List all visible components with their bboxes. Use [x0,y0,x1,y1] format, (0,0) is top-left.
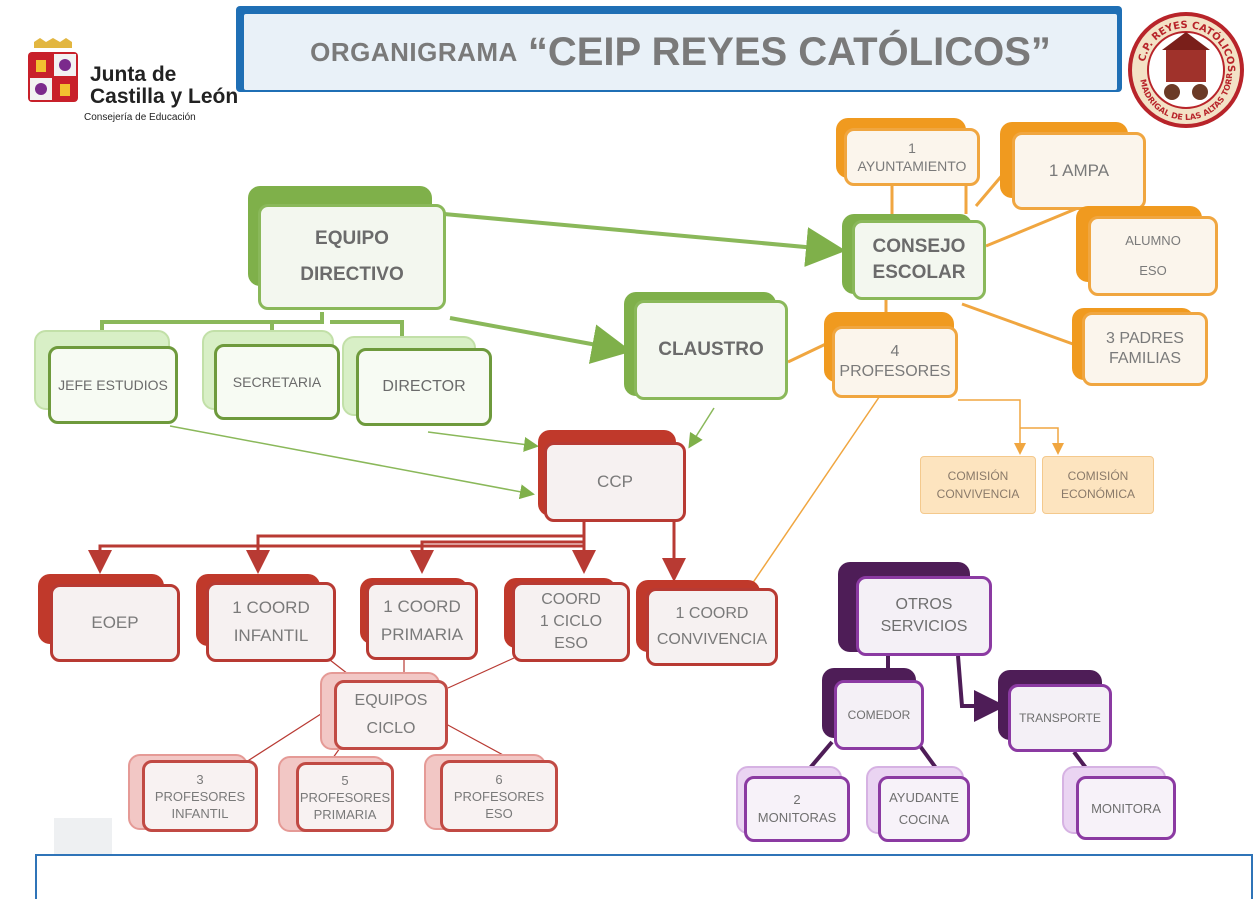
prof-primaria-line2: PROFESORES [299,789,391,805]
equipos-ciclo-line2: CICLO [366,720,416,737]
coord-eso-line1: COORD [541,591,601,608]
padres-line1: 3 PADRES [1106,330,1184,347]
footer-panel [35,854,1253,899]
claustro-label: CLAUSTRO [658,339,764,360]
equipo-directivo-line2: DIRECTIVO [300,264,404,285]
coord-primaria-line1: 1 COORD [383,597,461,616]
node-monitoras: 2 MONITORAS [736,766,852,844]
otros-servicios-line1: OTROS [895,596,953,613]
junta-castilla-leon-logo [28,38,78,102]
monitora-label: MONITORA [1091,800,1161,816]
secretaria-label: SECRETARIA [232,374,322,390]
comision-convivencia-line2: CONVIVENCIA [936,487,1020,501]
ayudante-cocina-line1: AYUDANTE [889,790,959,805]
ampa-label: 1 AMPA [1048,161,1110,180]
coord-infantil-line1: 1 COORD [232,598,310,617]
alumno-eso-line2: ESO [1139,263,1167,278]
decorative-square [54,818,112,854]
node-director: DIRECTOR [342,336,494,428]
prof-primaria-line3: PRIMARIA [313,806,377,822]
title-prefix: ORGANIGRAMA [310,36,518,67]
node-consejo-escolar: CONSEJO ESCOLAR [842,214,988,302]
coord-convivencia-line1: 1 COORD [675,605,749,622]
prof-infantil-line1: 3 [196,771,204,787]
equipos-ciclo-line1: EQUIPOS [354,692,428,709]
node-profesores-eso: 6 PROFESORES ESO [424,754,560,834]
page-title: “CEIP REYES CATÓLICOS” [527,29,1051,74]
logo-subtitle: Consejería de Educación [84,112,196,123]
comedor-label: COMEDOR [847,708,911,722]
logo-text: Junta de Castilla y León [90,64,238,108]
node-comedor: COMEDOR [822,668,926,752]
coord-convivencia-line2: CONVIVENCIA [656,631,768,648]
consejo-escolar-line1: CONSEJO [872,236,966,257]
monitoras-line2: MONITORAS [757,810,837,825]
transporte-label: TRANSPORTE [1019,711,1101,725]
edge-equipo-claustro [449,316,632,364]
node-ampa: 1 AMPA [1000,122,1148,212]
coord-eso-line2: 1 CICLO [539,613,603,630]
padres-line2: FAMILIAS [1108,350,1182,367]
node-profesores-primaria: 5 PROFESORES PRIMARIA [278,756,396,834]
otros-servicios-line2: SERVICIOS [880,618,968,635]
jefe-estudios-label: JEFE ESTUDIOS [58,377,168,393]
node-equipos-ciclo: EQUIPOS CICLO [320,672,450,752]
node-monitora: MONITORA [1062,766,1178,842]
comision-economica-line2: ECONÓMICA [1060,487,1135,501]
node-comision-economica: COMISIÓN ECONÓMICA [1042,456,1154,514]
node-eoep: EOEP [38,574,182,664]
node-coord-infantil: 1 COORD INFANTIL [196,574,338,664]
node-ayuntamiento: 1 AYUNTAMIENTO [836,118,982,188]
coord-primaria-line2: PRIMARIA [380,625,464,644]
ayuntamiento-line1: 1 [908,140,916,156]
profesores4-line2: PROFESORES [839,363,951,380]
eoep-label: EOEP [91,613,139,632]
node-ccp: CCP [538,430,688,524]
title-banner: ORGANIGRAMA “CEIP REYES CATÓLICOS” [244,14,1117,90]
node-comision-convivencia: COMISIÓN CONVIVENCIA [920,456,1036,514]
node-secretaria: SECRETARIA [202,330,342,426]
prof-eso-line3: ESO [485,805,513,821]
node-jefe-estudios: JEFE ESTUDIOS [34,330,180,426]
node-4-profesores: 4 PROFESORES [824,312,960,400]
prof-eso-line1: 6 [495,771,503,787]
equipo-directivo-line1: EQUIPO [315,228,389,249]
node-claustro: CLAUSTRO [624,292,790,402]
prof-infantil-line2: PROFESORES [154,788,246,804]
edge-equipo-consejo [443,212,846,268]
comision-economica-line1: COMISIÓN [1067,469,1129,483]
ayudante-cocina-line2: COCINA [898,812,950,827]
ccp-label: CCP [597,472,633,491]
profesores4-line1: 4 [890,343,900,360]
node-transporte: TRANSPORTE [998,670,1114,754]
node-profesores-infantil: 3 PROFESORES INFANTIL [128,754,260,834]
logo-line-2: Castilla y León [90,85,239,108]
coord-eso-line3: ESO [554,635,588,652]
node-coord-primaria: 1 COORD PRIMARIA [360,578,480,662]
monitoras-line1: 2 [793,792,801,807]
alumno-eso-line1: ALUMNO [1125,233,1181,248]
node-otros-servicios: OTROS SERVICIOS [838,562,994,658]
prof-eso-line2: PROFESORES [453,788,545,804]
prof-infantil-line3: INFANTIL [171,805,229,821]
prof-primaria-line1: 5 [341,772,349,788]
director-label: DIRECTOR [382,378,466,395]
node-padres-familias: 3 PADRES FAMILIAS [1072,308,1210,388]
consejo-escolar-line2: ESCOLAR [872,262,966,283]
coord-infantil-line2: INFANTIL [233,626,309,645]
node-equipo-directivo: EQUIPO DIRECTIVO [248,186,448,312]
node-coord-convivencia: 1 COORD CONVIVENCIA [636,580,780,668]
node-alumno-eso: ALUMNO ESO [1076,206,1220,298]
node-coord-ciclo-eso: COORD 1 CICLO ESO [504,578,632,664]
school-seal: C.P. REYES CATÓLICOS MADRIGAL DE LAS ALT… [1126,10,1244,128]
ayuntamiento-line2: AYUNTAMIENTO [857,158,967,174]
comision-convivencia-line1: COMISIÓN [947,469,1009,483]
logo-line-1: Junta de [90,63,177,86]
node-ayudante-cocina: AYUDANTE COCINA [866,766,972,844]
